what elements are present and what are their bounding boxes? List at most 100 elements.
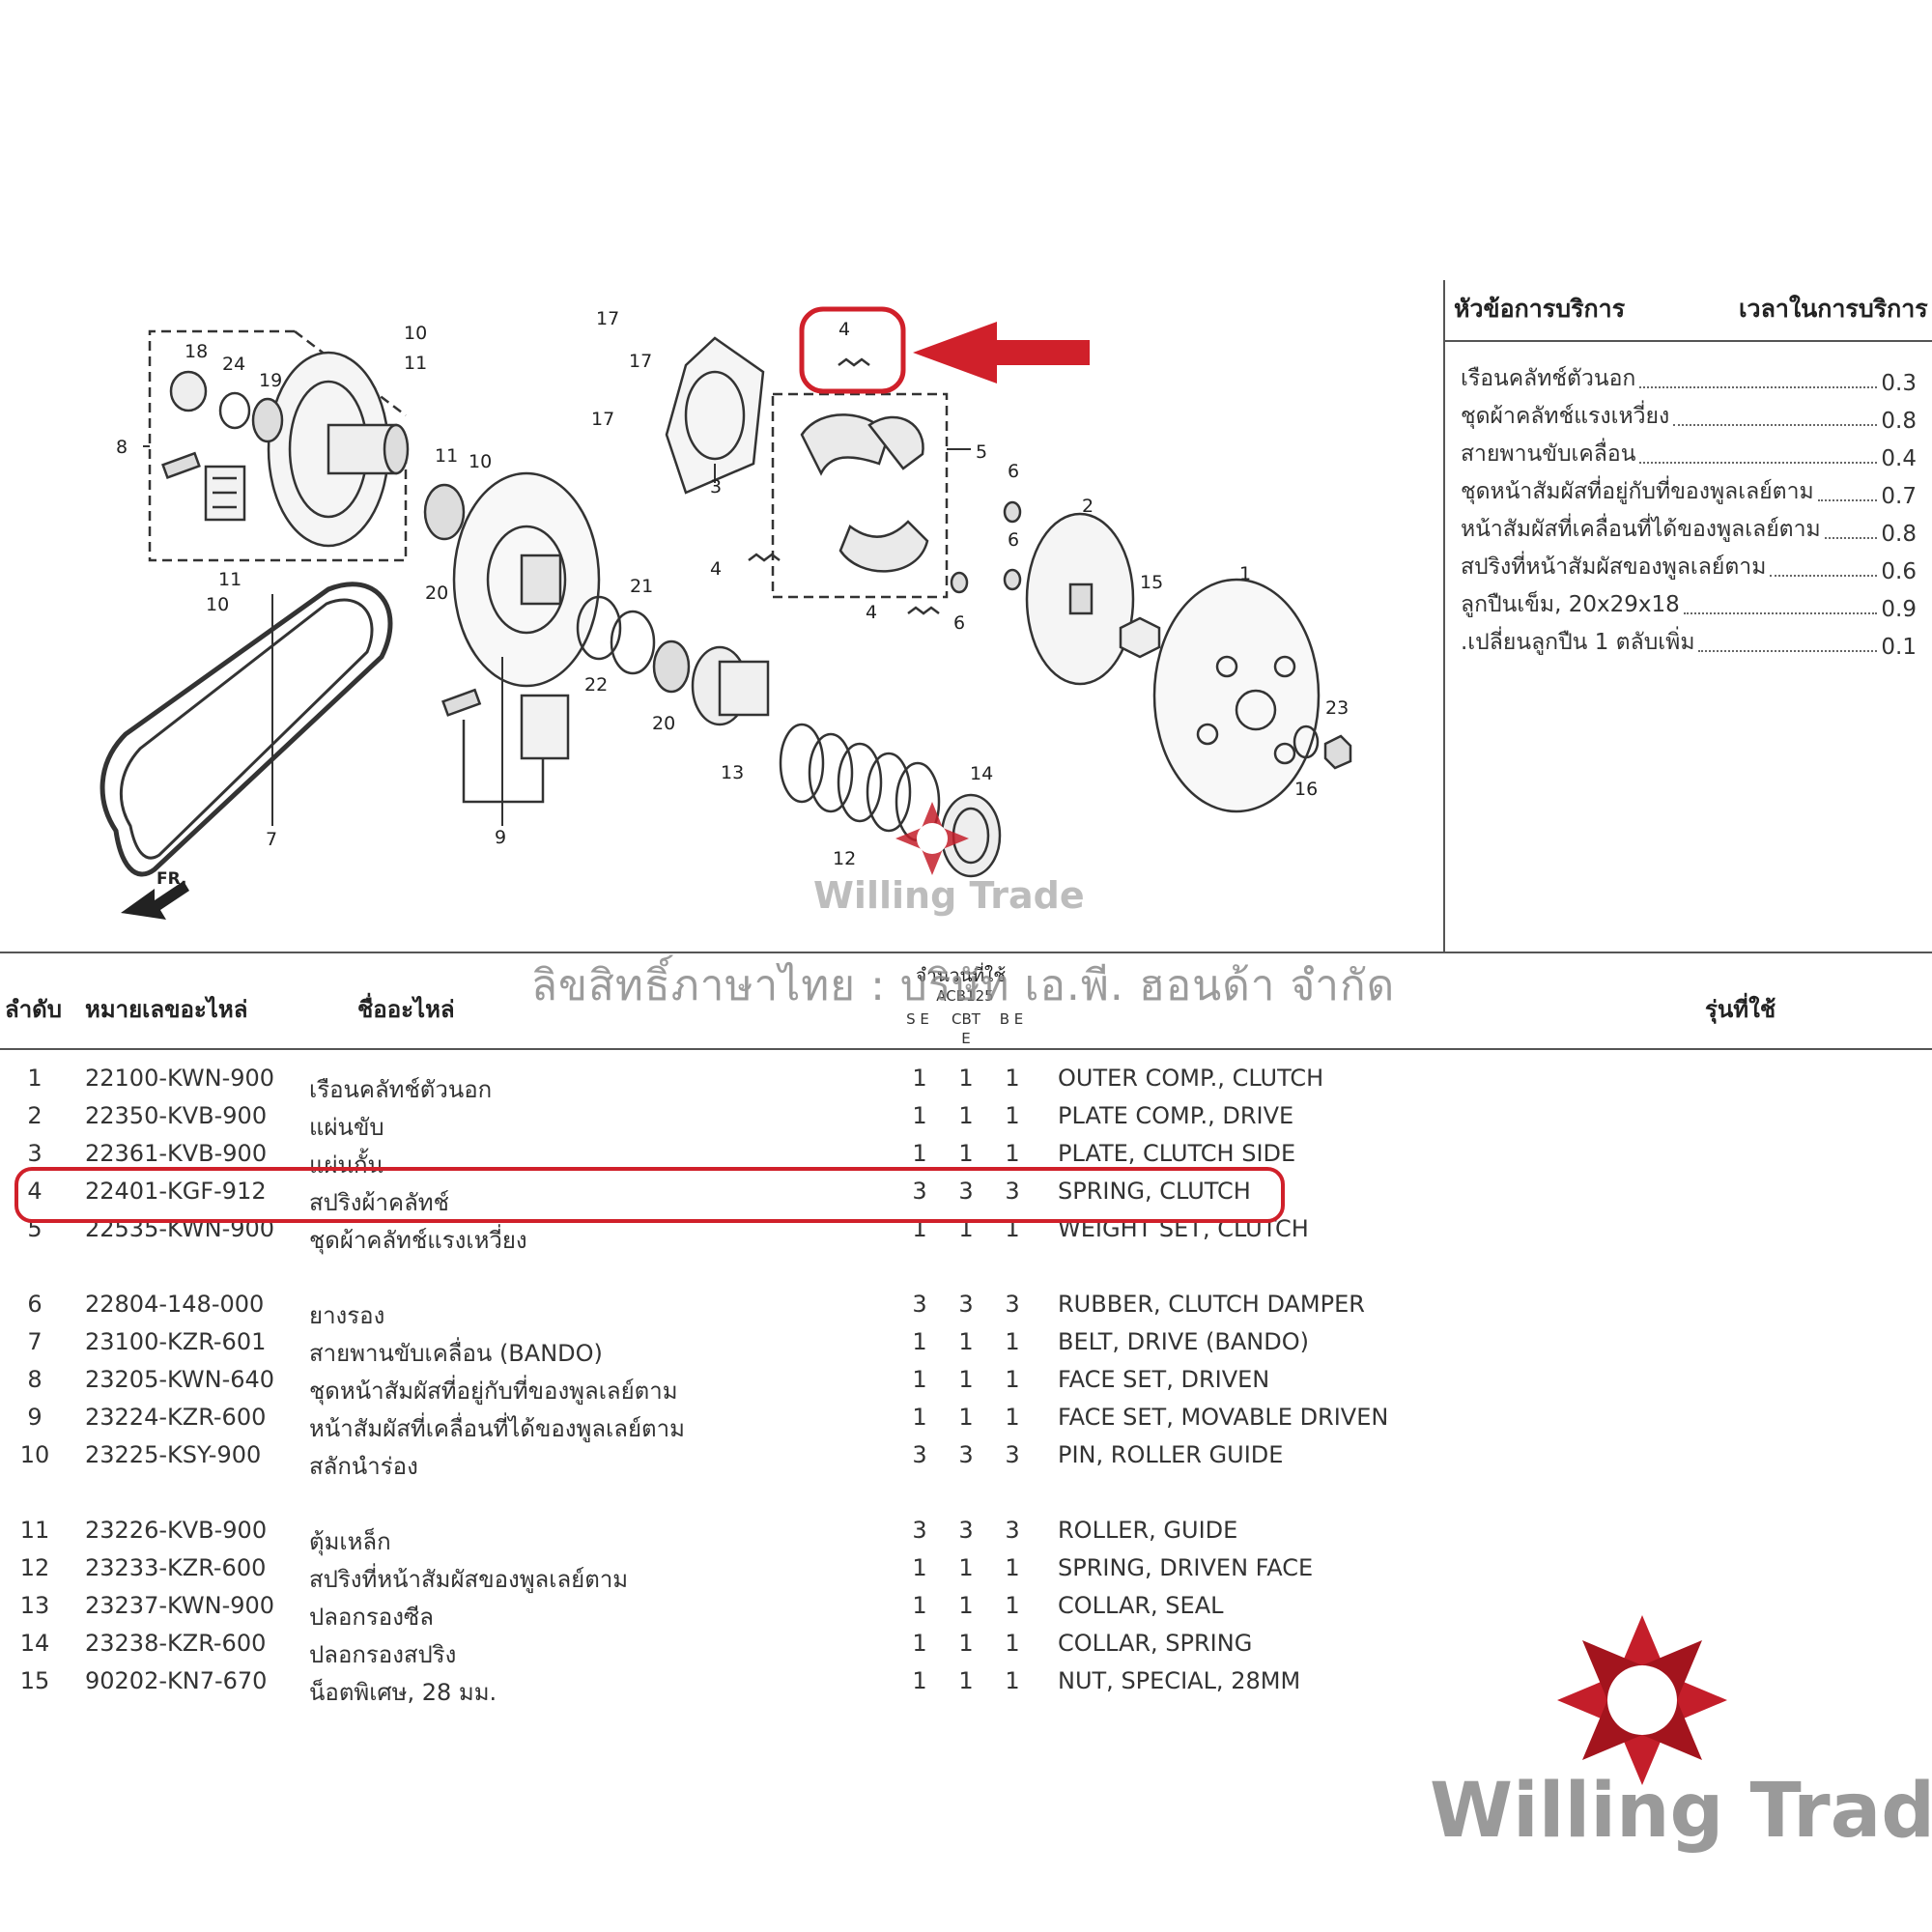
diagram-label: 6 [953,612,965,634]
diagram-label: 18 [185,341,208,362]
qty-cbte: 3 [958,1178,974,1205]
service-item-label: ลูกปืนเข็ม, 20x29x18 [1461,592,1680,617]
part-number: 23237-KWN-900 [85,1592,275,1619]
part-name-thai-text: ชุดหน้าสัมผัสที่อยู่กับที่ของพูลเลย์ตาม [309,1378,678,1405]
row-number: 6 [27,1291,43,1318]
row-number: 7 [27,1328,43,1355]
qty-se: 1 [912,1554,927,1581]
part-name-thai-text: สปริงที่หน้าสัมผัสของพูลเลย์ตาม [309,1566,629,1593]
dot-leader [1673,424,1878,426]
service-time-value: 0.9 [1881,597,1917,622]
row-number: 11 [19,1517,50,1544]
col-header-s: S E [906,1010,929,1028]
watermark-text-small: Willing Trade [813,874,1085,917]
exploded-parts-diagram: 1 2 3 4 4 4 5 6 6 6 7 8 9 10 10 10 11 11… [99,306,1352,920]
qty-cbte: 3 [958,1441,974,1468]
part-name-thai-text: ตุ้มเหล็ก [309,1528,391,1555]
diagram-label: 19 [259,370,282,391]
service-time-value: 0.1 [1881,635,1917,660]
qty-be: 1 [1005,1328,1020,1355]
part-name-english: FACE SET, DRIVEN [1058,1366,1270,1393]
col-header-part-no: หมายเลขอะไหล่ [85,996,248,1023]
diagram-label: 14 [970,763,993,784]
diagram-label: 1 [1239,563,1251,584]
part-name-english: SPRING, CLUTCH [1058,1178,1251,1205]
qty-se: 1 [912,1140,927,1167]
service-time-value: 0.4 [1881,446,1917,471]
qty-se: 1 [912,1366,927,1393]
dot-leader [1770,575,1878,577]
qty-be: 1 [1005,1102,1020,1129]
col-header-name: ชื่ออะไหล่ [357,996,455,1023]
qty-be: 1 [1005,1554,1020,1581]
service-header-rule [1445,340,1932,342]
diagram-label: 17 [596,308,619,329]
service-item-label: สายพานขับเคลื่อน [1461,441,1636,467]
dot-leader [1817,499,1878,501]
diagram-label: 3 [710,476,722,497]
diagram-label: 7 [266,829,277,850]
part-name-thai-text: น็อตพิเศษ, 28 มม. [309,1679,497,1706]
part-name-english: COLLAR, SPRING [1058,1630,1253,1657]
row-number: 9 [27,1404,43,1431]
dot-leader [1683,612,1878,614]
qty-se: 1 [912,1404,927,1431]
part-number: 90202-KN7-670 [85,1667,268,1694]
part-name-english: PIN, ROLLER GUIDE [1058,1441,1284,1468]
qty-be: 1 [1005,1140,1020,1167]
row-number: 4 [27,1178,43,1205]
part-name-english: RUBBER, CLUTCH DAMPER [1058,1291,1365,1318]
diagram-label: 11 [435,445,458,467]
diagram-label: 17 [629,351,652,372]
row-number: 2 [27,1102,43,1129]
diagram-label: 11 [404,353,427,374]
row-number: 8 [27,1366,43,1393]
part-name-english: ROLLER, GUIDE [1058,1517,1238,1544]
service-time-value: 0.7 [1881,484,1917,509]
qty-se: 1 [912,1592,927,1619]
qty-cbte: 1 [958,1554,974,1581]
col-header-no: ลำดับ [5,996,63,1023]
diagram-fr-label: FR. [156,869,186,889]
qty-se: 3 [912,1517,927,1544]
table-row: 8 23205-KWN-640 ชุดหน้าสัมผัสที่อยู่กับที่… [0,1360,1410,1405]
diagram-label: 8 [116,437,128,458]
dot-leader [1639,462,1878,464]
copyright-text: ลิขสิทธิ์ภาษาไทย : บริษัท เอ.พี. ฮอนด้า … [531,961,1396,1010]
part-number: 23226-KVB-900 [85,1517,268,1544]
dot-leader [1639,386,1878,388]
service-time-value: 0.3 [1881,371,1917,396]
diagram-label: 10 [469,451,492,472]
service-time-header: เวลาในการบริการ [1739,295,1928,323]
part-number: 23224-KZR-600 [85,1404,267,1431]
brand-logo [1557,1615,1727,1785]
qty-cbte: 1 [958,1102,974,1129]
qty-se: 3 [912,1291,927,1318]
qty-be: 3 [1005,1517,1020,1544]
diagram-label: 10 [206,594,229,615]
service-item-header: หัวข้อการบริการ [1454,295,1626,323]
dot-leader [1698,650,1878,652]
qty-be: 3 [1005,1441,1020,1468]
row-number: 3 [27,1140,43,1167]
panel-divider [1443,280,1445,952]
qty-cbte: 1 [958,1630,974,1657]
qty-be: 1 [1005,1366,1020,1393]
qty-cbte: 3 [958,1291,974,1318]
part-number: 23225-KSY-900 [85,1441,262,1468]
part-name-thai-text: แผ่นกั้น [309,1151,384,1179]
part-number: 23205-KWN-640 [85,1366,275,1393]
part-name-english: FACE SET, MOVABLE DRIVEN [1058,1404,1389,1431]
part-number: 22350-KVB-900 [85,1102,268,1129]
